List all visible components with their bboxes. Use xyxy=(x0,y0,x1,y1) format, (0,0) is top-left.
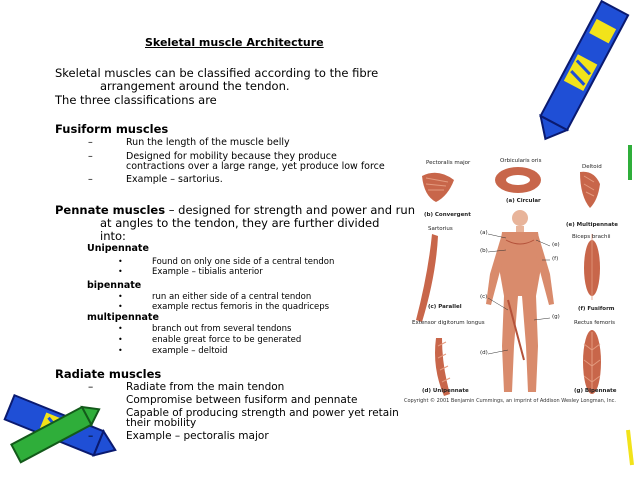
crayon-decoration-right-green xyxy=(626,145,634,466)
radiate-item-4: Example – pectoralis major xyxy=(126,430,269,442)
marker-b: (b) xyxy=(480,248,488,254)
fusiform-item-3: Example – sartorius. xyxy=(126,174,223,185)
caption-convergent: (b) Convergent xyxy=(424,212,471,218)
caption-bipennate: (g) Bipennate xyxy=(574,388,617,394)
muscle-figure-illustration xyxy=(416,167,601,396)
page-title: Skeletal muscle Architecture xyxy=(145,36,324,49)
caption-unipennate: (d) Unipennate xyxy=(422,388,469,394)
intro-line-1: Skeletal muscles can be classified accor… xyxy=(55,66,379,80)
fusiform-item-2-line-2: contractions over a large range, yet pro… xyxy=(126,161,385,172)
fusiform-dash-3: – xyxy=(88,174,93,185)
bullet: • xyxy=(118,267,123,276)
multipennate-item-2: enable great force to be generated xyxy=(152,335,302,345)
unipennate-item-1: Found on only one side of a central tend… xyxy=(152,257,335,267)
muscle-architecture-figure: Pectoralis major Orbicularis oris Deltoi… xyxy=(402,150,634,412)
crayon-decoration-left xyxy=(3,393,117,464)
pennate-line-3: into: xyxy=(100,229,126,243)
marker-f: (f) xyxy=(552,256,559,262)
label-deltoid: Deltoid xyxy=(582,164,602,170)
pennate-line-1: Pennate muscles – designed for strength … xyxy=(55,203,415,217)
label-pectoralis-major: Pectoralis major xyxy=(426,160,471,166)
radiate-heading: Radiate muscles xyxy=(55,367,162,381)
pennate-heading: Pennate muscles xyxy=(55,203,166,217)
intro-line-3: The three classifications are xyxy=(55,93,217,107)
figure-copyright: Copyright © 2001 Benjamin Cummings, an i… xyxy=(404,398,617,404)
bipennate-label: bipennate xyxy=(87,280,142,291)
fusiform-item-1: Run the length of the muscle belly xyxy=(126,137,290,148)
multipennate-item-3: example – deltoid xyxy=(152,346,228,356)
bullet: • xyxy=(118,324,123,333)
radiate-item-2: Compromise between fusiform and pennate xyxy=(126,394,358,406)
marker-a: (a) xyxy=(480,230,488,236)
bipennate-item-2: example rectus femoris in the quadriceps xyxy=(152,302,330,312)
multipennate-item-1: branch out from several tendons xyxy=(152,324,292,334)
radiate-item-3-line-2: their mobility xyxy=(126,417,197,429)
crayon-decoration-top-right xyxy=(539,0,630,141)
radiate-item-3-line-1: Capable of producing strength and power … xyxy=(126,407,399,419)
marker-g: (g) xyxy=(552,314,560,320)
radiate-item-1: Radiate from the main tendon xyxy=(126,381,285,393)
caption-multipennate: (e) Multipennate xyxy=(566,222,619,228)
label-sartorius: Sartorius xyxy=(428,226,453,232)
bullet: • xyxy=(118,257,123,266)
bullet: • xyxy=(118,302,123,311)
fusiform-dash-1: – xyxy=(88,137,93,148)
label-biceps-brachii: Biceps brachii xyxy=(572,234,611,240)
bullet: • xyxy=(118,292,123,301)
fusiform-dash-2: – xyxy=(88,151,93,162)
dash: – xyxy=(88,381,94,393)
caption-fusiform: (f) Fusiform xyxy=(578,306,615,312)
unipennate-label: Unipennate xyxy=(87,243,149,254)
caption-parallel: (c) Parallel xyxy=(428,304,462,310)
label-rectus-femoris: Rectus femoris xyxy=(574,320,615,326)
marker-c: (c) xyxy=(480,294,488,300)
bipennate-item-1: run an either side of a central tendon xyxy=(152,292,312,302)
caption-circular: (a) Circular xyxy=(506,198,541,204)
bullet: • xyxy=(118,346,123,355)
fusiform-heading: Fusiform muscles xyxy=(55,122,169,136)
bullet: • xyxy=(118,335,123,344)
pennate-description: – designed for strength and power and ru… xyxy=(165,203,415,217)
fusiform-item-2-line-1: Designed for mobility because they produ… xyxy=(126,151,337,162)
label-extensor-digitorum-longus: Extensor digitorum longus xyxy=(412,320,485,326)
dash: – xyxy=(88,430,94,442)
unipennate-item-2: Example – tibialis anterior xyxy=(152,267,263,277)
label-orbicularis-oris: Orbicularis oris xyxy=(500,158,542,164)
intro-line-2: arrangement around the tendon. xyxy=(100,79,290,93)
multipennate-label: multipennate xyxy=(87,312,159,323)
marker-e: (e) xyxy=(552,242,560,248)
pennate-line-2: at angles to the tendon, they are furthe… xyxy=(100,216,380,230)
marker-d: (d) xyxy=(480,350,488,356)
